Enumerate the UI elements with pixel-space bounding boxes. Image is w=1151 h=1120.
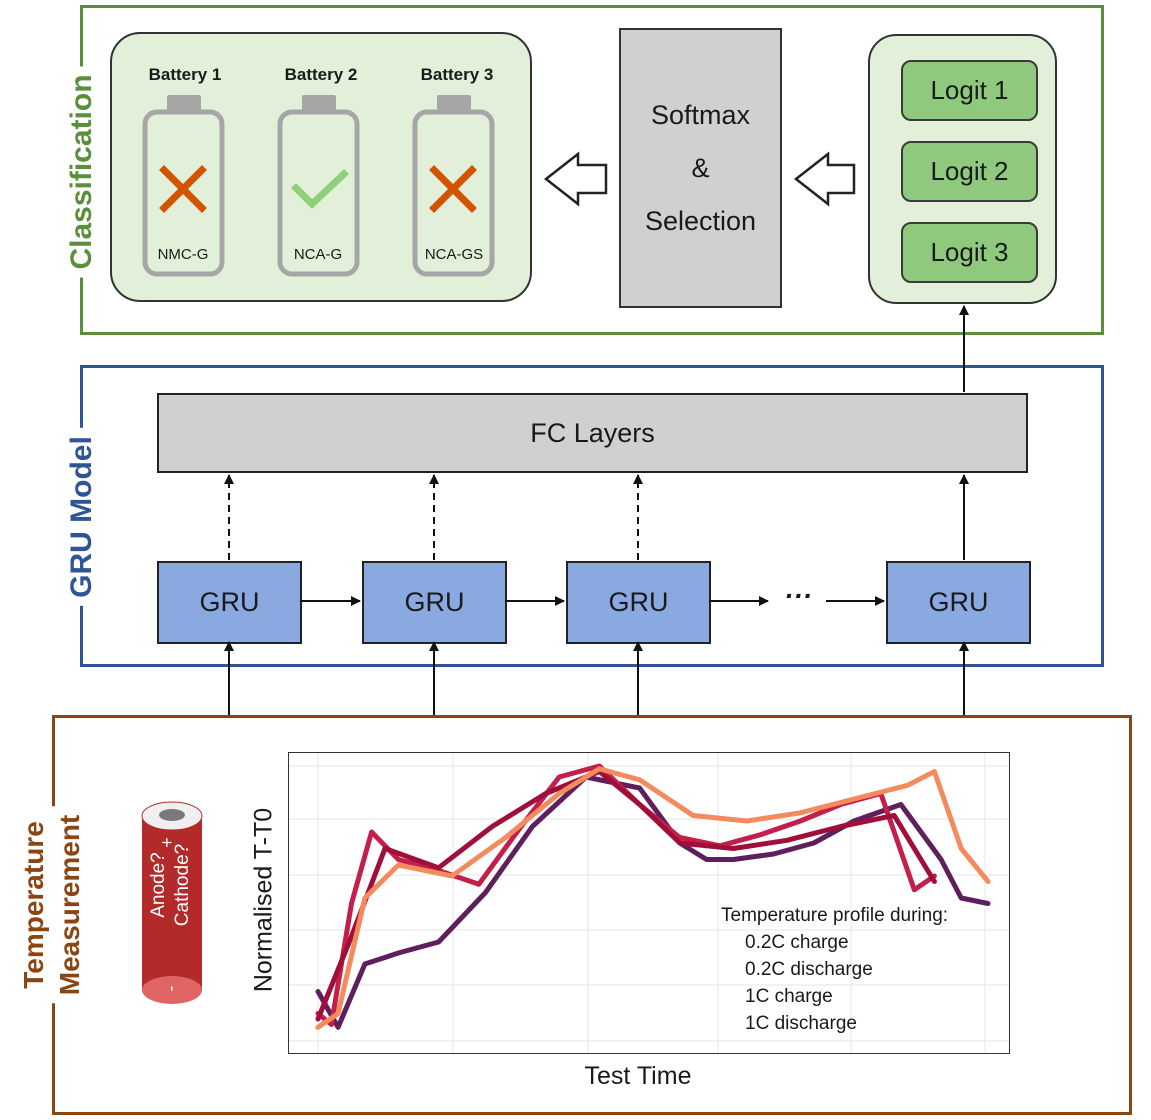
- plus-sign: +: [156, 837, 177, 848]
- battery-icon-3: [412, 95, 495, 277]
- gru-cell-3: GRU: [566, 561, 711, 644]
- chart-legend-title: Temperature profile during:: [721, 905, 949, 926]
- check-icon: [291, 169, 349, 209]
- temperature-label-line2: Measurement: [54, 814, 85, 996]
- legend-series-4: 1C discharge: [745, 1013, 857, 1034]
- legend-series-3: 1C charge: [745, 986, 833, 1007]
- legend-series-2: 0.2C discharge: [745, 959, 873, 980]
- selection-label: Selection: [644, 205, 757, 236]
- ellipsis-label: ···: [784, 580, 812, 611]
- cell-label: Anode? Cathode?: [147, 815, 195, 955]
- gru-cell-n: GRU: [886, 561, 1031, 644]
- chart-xlabel: Test Time: [584, 1062, 692, 1090]
- logit-3: Logit 3: [901, 222, 1038, 283]
- gru-cell-1: GRU: [157, 561, 302, 644]
- softmax-selection-box: Softmax & Selection: [619, 28, 782, 308]
- arrow-left-icon: [543, 151, 608, 207]
- logit-2: Logit 2: [901, 141, 1038, 202]
- softmax-label: Softmax: [650, 99, 751, 130]
- cell-icon: [141, 801, 203, 1004]
- battery-icon-1: [142, 95, 225, 277]
- battery-title-3: Battery 3: [420, 65, 494, 84]
- temperature-label: Temperature Measurement: [16, 806, 88, 1004]
- battery-chemistry-1: NMC-G: [157, 246, 209, 263]
- cathode-label: Cathode?: [172, 843, 193, 927]
- battery-chemistry-3: NCA-GS: [424, 246, 484, 263]
- cross-icon: [429, 165, 477, 213]
- battery-title-1: Battery 1: [148, 65, 222, 84]
- logit-1: Logit 1: [901, 60, 1038, 121]
- battery-icon-2: [277, 95, 360, 277]
- and-label: &: [691, 152, 710, 183]
- chart-ylabel: Normalised T-T0: [249, 807, 278, 993]
- legend-series-1: 0.2C charge: [745, 932, 849, 953]
- anode-label: Anode?: [148, 852, 169, 918]
- cross-icon: [159, 165, 207, 213]
- series-line-3: [315, 769, 937, 1022]
- battery-title-2: Battery 2: [284, 65, 358, 84]
- temperature-chart: [288, 752, 1010, 1054]
- hollow-arrows: [543, 151, 856, 207]
- arrow-left-icon: [793, 151, 856, 207]
- battery-panel: [110, 32, 532, 302]
- minus-sign: -: [160, 985, 181, 992]
- chart-series: [315, 763, 991, 1030]
- series-line-4: [315, 766, 991, 1030]
- fc-layers-box: FC Layers: [157, 393, 1028, 473]
- temperature-label-line1: Temperature: [18, 821, 49, 989]
- battery-chemistry-2: NCA-G: [293, 246, 343, 263]
- battery-icons: [142, 95, 495, 277]
